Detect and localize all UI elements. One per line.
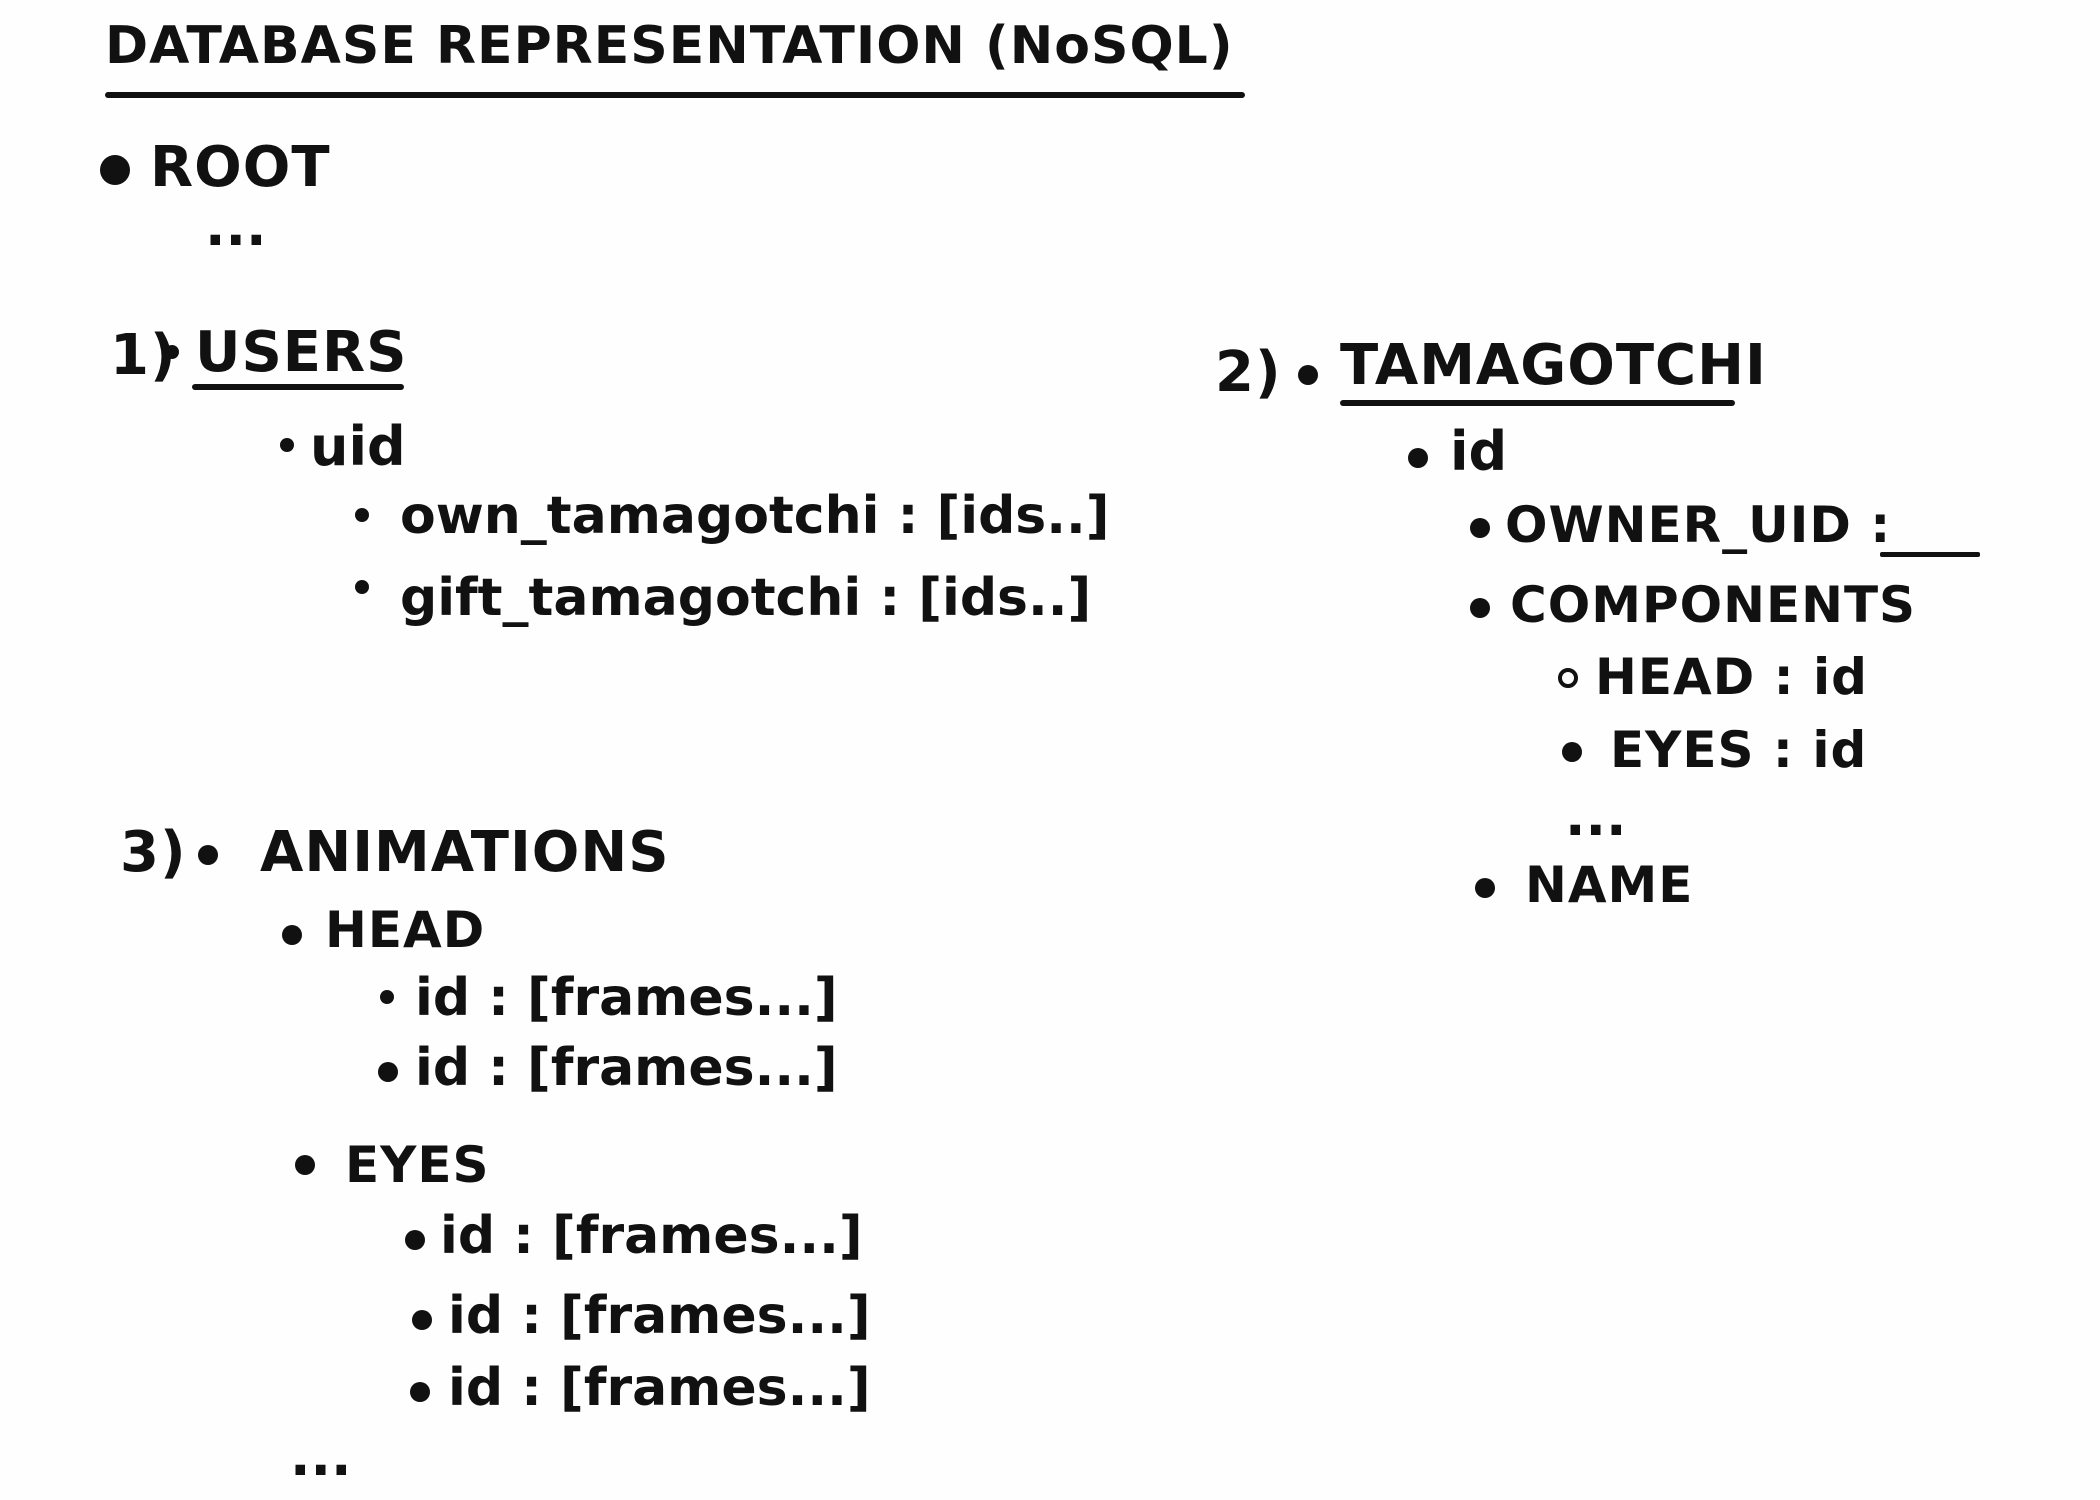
animations-eyes-item-bullet xyxy=(410,1382,430,1402)
users-field-bullet xyxy=(355,580,369,594)
components-ellipsis: ... xyxy=(1565,785,1627,848)
users-field-bullet xyxy=(355,508,369,522)
animations-eyes-bullet xyxy=(295,1155,315,1175)
owner-uid-blank-line xyxy=(1880,552,1980,557)
animations-head-item: id : [frames...] xyxy=(415,1038,838,1098)
component-eyes: EYES : id xyxy=(1610,721,1868,779)
animations-head-label: HEAD xyxy=(325,901,486,959)
animations-eyes-item-bullet xyxy=(405,1230,425,1250)
tamagotchi-owner-uid: OWNER_UID : xyxy=(1505,496,1892,554)
animations-ellipsis: ... xyxy=(290,1425,352,1488)
users-number: 1) xyxy=(110,323,177,388)
tamagotchi-id-key: id xyxy=(1450,420,1508,483)
tamagotchi-name: NAME xyxy=(1525,856,1694,914)
users-field-gift-tamagotchi: gift_tamagotchi : [ids..] xyxy=(400,568,1092,628)
users-uid-key: uid xyxy=(310,415,406,478)
tamagotchi-name-bullet xyxy=(1475,878,1495,898)
tamagotchi-components-label: COMPONENTS xyxy=(1510,576,1917,634)
animations-eyes-item: id : [frames...] xyxy=(448,1358,871,1418)
animations-head-item: id : [frames...] xyxy=(415,968,838,1028)
users-uid-bullet xyxy=(280,438,294,452)
animations-head-item-bullet xyxy=(380,990,394,1004)
tamagotchi-owner-bullet xyxy=(1470,518,1490,538)
component-head: HEAD : id xyxy=(1595,648,1868,706)
root-ellipsis: ... xyxy=(205,195,267,258)
animations-head-bullet xyxy=(282,925,302,945)
animations-head-item-bullet xyxy=(378,1062,398,1082)
tamagotchi-number: 2) xyxy=(1215,340,1282,405)
users-bullet xyxy=(165,345,179,359)
animations-eyes-item: id : [frames...] xyxy=(440,1206,863,1266)
users-field-own-tamagotchi: own_tamagotchi : [ids..] xyxy=(400,486,1110,546)
tamagotchi-bullet xyxy=(1298,365,1318,385)
component-head-bullet xyxy=(1558,668,1578,688)
animations-bullet xyxy=(198,845,218,865)
diagram-title: DATABASE REPRESENTATION (NoSQL) xyxy=(105,16,1234,76)
title-underline xyxy=(105,92,1245,98)
animations-eyes-item-bullet xyxy=(412,1310,432,1330)
tamagotchi-underline xyxy=(1340,400,1735,406)
tamagotchi-label: TAMAGOTCHI xyxy=(1340,333,1767,398)
animations-eyes-label: EYES xyxy=(345,1136,490,1194)
animations-eyes-item: id : [frames...] xyxy=(448,1286,871,1346)
tamagotchi-components-bullet xyxy=(1470,598,1490,618)
users-underline xyxy=(192,384,404,390)
animations-number: 3) xyxy=(120,820,187,885)
root-bullet xyxy=(100,155,130,185)
users-label: USERS xyxy=(195,320,408,385)
component-eyes-bullet xyxy=(1562,742,1582,762)
tamagotchi-id-bullet xyxy=(1408,448,1428,468)
animations-label: ANIMATIONS xyxy=(260,820,670,885)
root-label: ROOT xyxy=(150,135,331,200)
